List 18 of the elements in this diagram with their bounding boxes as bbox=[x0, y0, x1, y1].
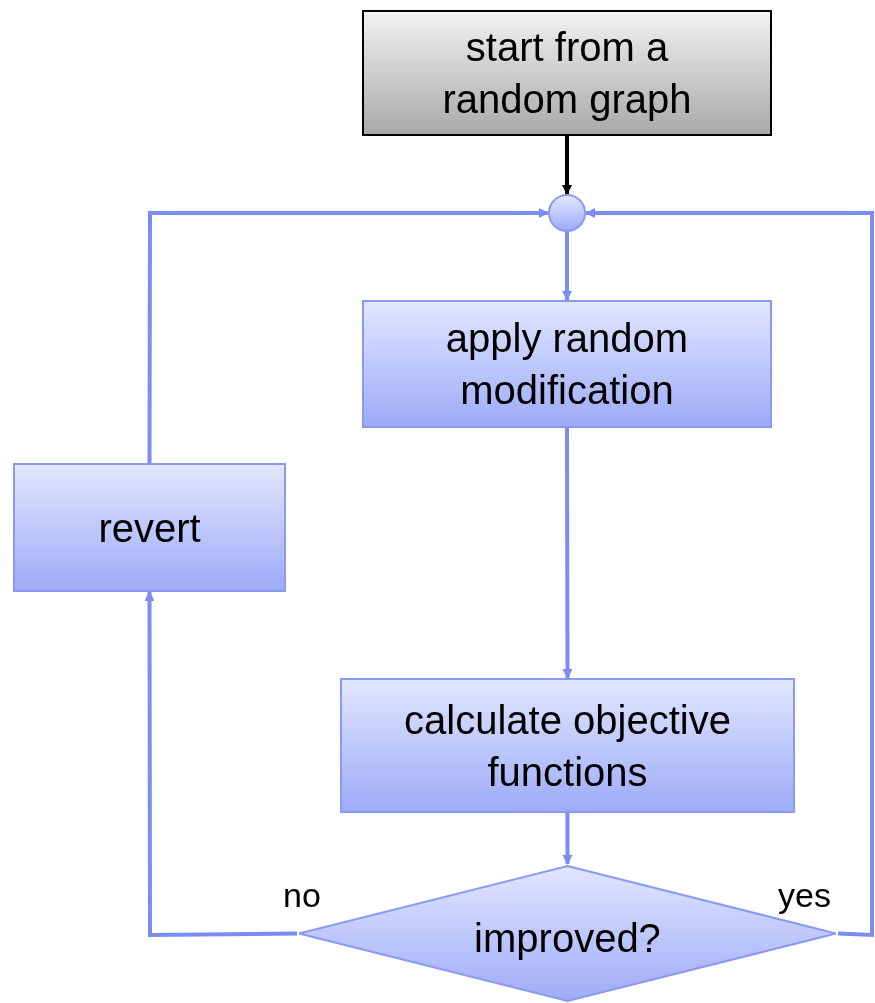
arrow bbox=[562, 232, 572, 301]
arrow bbox=[562, 813, 573, 865]
process-box bbox=[340, 678, 795, 813]
node-text: calculate objective functions bbox=[403, 696, 732, 796]
node-text: start from a random graph bbox=[441, 24, 693, 123]
node-text: apply random modification bbox=[444, 315, 690, 414]
arrow bbox=[144, 591, 297, 938]
arrow bbox=[562, 136, 572, 195]
process-box bbox=[13, 463, 286, 592]
arrow bbox=[585, 208, 874, 938]
edge-label: no bbox=[283, 878, 321, 912]
node-text: revert bbox=[97, 504, 202, 552]
start-box bbox=[362, 10, 772, 136]
arrow bbox=[147, 208, 549, 463]
node-text: improved? bbox=[473, 914, 662, 962]
arrow bbox=[562, 428, 573, 679]
edge-label: yes bbox=[778, 878, 831, 912]
process-box bbox=[362, 300, 772, 428]
